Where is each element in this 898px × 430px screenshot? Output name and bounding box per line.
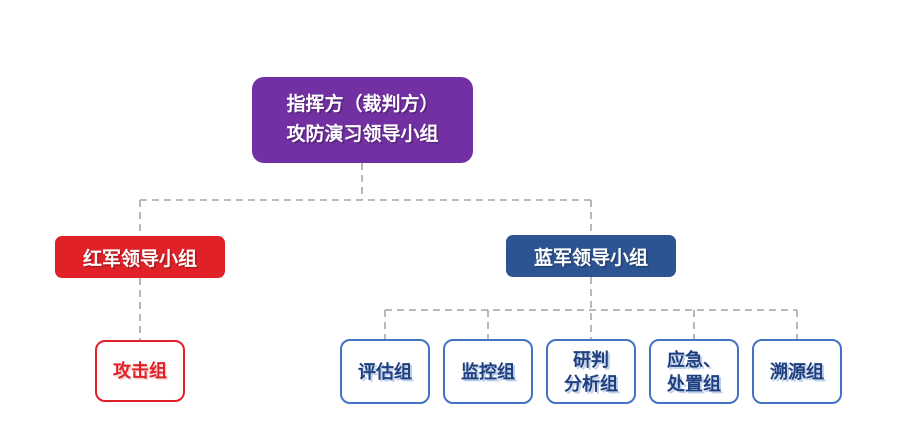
node-evaluation-group: 评估组 [340,339,430,404]
node-emergency-label-line2: 处置组 [667,373,721,394]
node-blue-leader-label: 蓝军领导小组 [533,247,648,269]
node-root-label-line2: 攻防演习领导小组 [286,124,439,145]
node-tracing-label: 溯源组 [770,361,824,382]
node-analysis-group: 研判 分析组 [546,339,636,404]
node-emergency-response-group: 应急、 处置组 [649,339,739,404]
node-attack-group: 攻击组 [95,340,185,402]
node-attack-label: 攻击组 [113,361,167,381]
node-analysis-label-line1: 研判 [573,349,609,370]
node-red-leader-label: 红军领导小组 [82,248,197,270]
node-root-label-line1: 指挥方（裁判方） [286,94,439,115]
node-monitoring-group: 监控组 [443,339,533,404]
node-analysis-label-line2: 分析组 [564,373,618,394]
node-red-team-leading-group: 红军领导小组 [55,236,225,278]
node-emergency-label-line1: 应急、 [667,349,721,370]
node-tracing-group: 溯源组 [752,339,842,404]
node-blue-team-leading-group: 蓝军领导小组 [506,235,676,277]
node-evaluation-label: 评估组 [358,361,412,382]
node-command-judge-leading-group: 指挥方（裁判方） 攻防演习领导小组 [252,77,473,163]
node-monitoring-label: 监控组 [461,361,515,382]
